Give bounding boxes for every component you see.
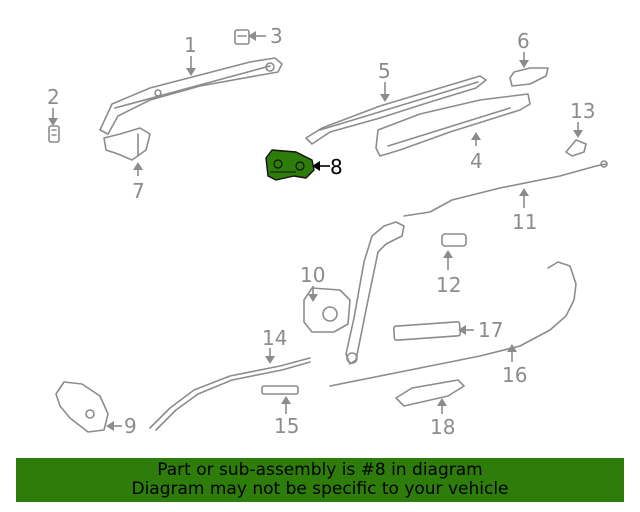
- part-4-rail: [375, 93, 531, 157]
- part-11-arm: [345, 221, 405, 365]
- parts-diagram: 1 2 3 4 5 6 7 8 9 10 11 12 13 14 15 16 1…: [47, 24, 608, 439]
- callout-13: 13: [570, 99, 595, 123]
- part-5-rail: [305, 75, 487, 145]
- callout-10: 10: [300, 263, 325, 287]
- info-banner: Part or sub-assembly is #8 in diagram Di…: [16, 458, 624, 502]
- callout-3: 3: [270, 24, 283, 48]
- part-10-motor: [303, 287, 351, 333]
- part-1-rail: [99, 57, 283, 135]
- part-16-harness: [329, 261, 577, 387]
- part-15-clip: [261, 385, 299, 395]
- part-11-cable: [403, 160, 608, 217]
- callout-11: 11: [512, 210, 537, 234]
- part-2-clip: [48, 125, 60, 143]
- callout-2: 2: [47, 85, 60, 109]
- part-14-strip: [149, 357, 311, 431]
- callout-9: 9: [124, 414, 137, 438]
- part-12-connector: [441, 233, 467, 247]
- part-8-highlighted[interactable]: [265, 149, 315, 181]
- callout-4: 4: [470, 149, 483, 173]
- callout-8[interactable]: 8: [330, 155, 343, 179]
- callout-18: 18: [430, 415, 455, 439]
- part-6-bracket: [509, 67, 549, 87]
- banner-line-1: Part or sub-assembly is #8 in diagram: [157, 460, 483, 480]
- part-7-bracket: [103, 127, 151, 161]
- part-3-block: [234, 29, 250, 45]
- callout-6: 6: [517, 29, 530, 53]
- callout-15: 15: [274, 414, 299, 438]
- callout-16: 16: [502, 363, 527, 387]
- part-17-module: [392, 321, 462, 341]
- part-18-trim: [395, 379, 465, 407]
- callout-14: 14: [262, 326, 287, 350]
- part-9-bracket: [55, 381, 109, 433]
- leader-lines: [48, 31, 583, 431]
- banner-line-2: Diagram may not be specific to your vehi…: [131, 479, 509, 499]
- callout-7: 7: [132, 179, 145, 203]
- part-13-clip: [565, 139, 587, 157]
- callout-5: 5: [378, 59, 391, 83]
- callout-1: 1: [184, 33, 197, 57]
- callout-12: 12: [436, 273, 461, 297]
- callout-17: 17: [478, 318, 503, 342]
